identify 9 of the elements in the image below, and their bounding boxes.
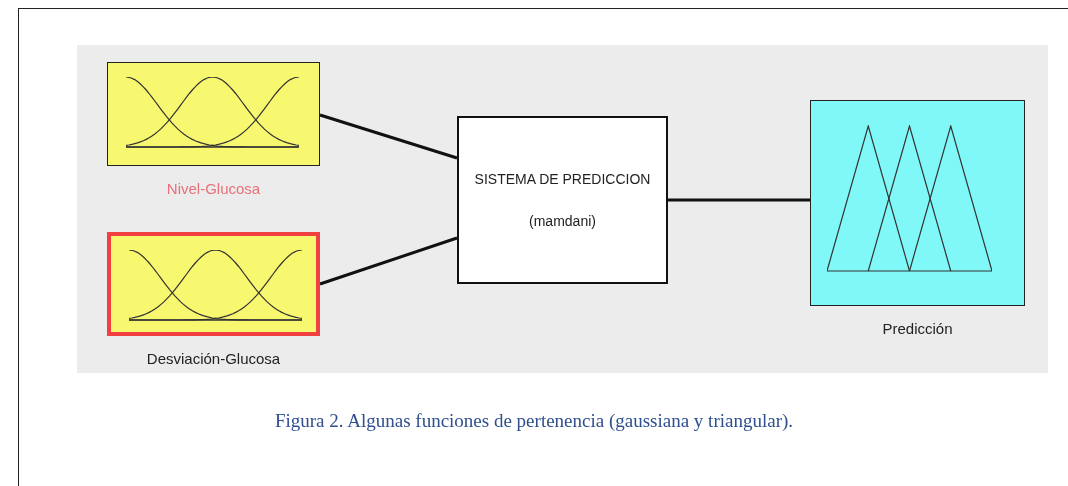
connector-line	[668, 198, 810, 202]
figure-caption: Figura 2. Algunas funciones de pertenencia (gaussiana y triangular).	[273, 410, 795, 432]
system-title: SISTEMA DE PREDICCION	[474, 171, 651, 187]
variable-label: Desviación-Glucosa	[146, 350, 281, 367]
method-label: (mamdani)	[529, 213, 596, 229]
connector-line	[319, 113, 458, 160]
variable-label: Predicción	[882, 320, 953, 337]
variable-label: Nivel-Glucosa	[166, 180, 261, 197]
connector-line	[319, 236, 458, 286]
